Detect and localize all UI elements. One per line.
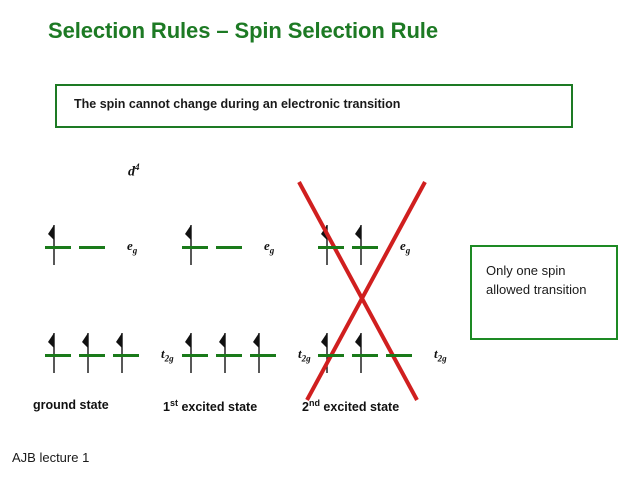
ground-state-eg-orbital-line <box>79 246 105 249</box>
second-excited-state-t2g-orbital-line <box>318 354 344 357</box>
first-excited-state-eg-orbital-slot <box>216 232 242 262</box>
caption-first-suffix: excited state <box>177 400 258 415</box>
first-excited-state-t2g-label: t2g <box>298 346 311 364</box>
second-excited-state-eg-orbital-slot <box>352 232 378 262</box>
ground-state-t2g-orbital-slot <box>79 340 105 370</box>
state-column-ground: eg t2g <box>45 0 245 479</box>
second-excited-state-eg-label: eg <box>400 238 411 256</box>
first-excited-state-t2g-orbital-line <box>216 354 242 357</box>
second-excited-state-t2g-orbital-slot <box>352 340 378 370</box>
caption-second-sup: nd <box>308 398 320 408</box>
second-excited-state-t2g-orbital-line <box>352 354 378 357</box>
second-excited-state-t2g-orbital-slot <box>386 340 412 370</box>
first-excited-state-eg-orbital-line <box>216 246 242 249</box>
caption-first-excited-state: 1st excited state <box>163 398 257 414</box>
second-excited-state-t2g-orbital-line <box>386 354 412 357</box>
first-excited-state-eg-orbital-slot <box>182 232 208 262</box>
allowed-transition-note-text: Only one spin allowed transition <box>486 263 587 297</box>
second-excited-state-t2g-label: t2g <box>434 346 447 364</box>
second-excited-state-eg-orbital-line <box>318 246 344 249</box>
electron-configuration-label: d4 <box>128 162 140 181</box>
caption-ground-state: ground state <box>33 398 109 412</box>
caption-first-prefix: 1 <box>163 400 170 415</box>
second-excited-state-eg-orbital-line <box>352 246 378 249</box>
configuration-letter: d <box>128 164 135 180</box>
ground-state-eg-orbital-slot <box>45 232 71 262</box>
caption-first-sup: st <box>169 398 178 408</box>
first-excited-state-t2g-orbital-line <box>182 354 208 357</box>
first-excited-state-t2g-orbital-line <box>250 354 276 357</box>
ground-state-eg-orbital-slot <box>79 232 105 262</box>
caption-second-excited-state: 2nd excited state <box>302 398 399 414</box>
first-excited-state-t2g-orbital-slot <box>250 340 276 370</box>
state-column-first-excited: eg t2g <box>182 0 382 479</box>
ground-state-eg-label: eg <box>127 238 138 256</box>
first-excited-state-eg-orbital-line <box>182 246 208 249</box>
state-column-second-excited: eg t2g <box>318 0 518 479</box>
caption-second-suffix: excited state <box>319 400 400 415</box>
ground-state-t2g-label: t2g <box>161 346 174 364</box>
caption-second-prefix: 2 <box>302 400 309 415</box>
footer-lecture-label: AJB lecture 1 <box>12 450 90 465</box>
ground-state-t2g-orbital-slot <box>113 340 139 370</box>
first-excited-state-eg-label: eg <box>264 238 275 256</box>
ground-state-eg-orbital-line <box>45 246 71 249</box>
caption-ground-state-text: ground state <box>33 398 109 412</box>
page-title: Selection Rules – Spin Selection Rule <box>48 18 438 43</box>
configuration-superscript: 4 <box>135 162 140 172</box>
spin-rule-statement-text: The spin cannot change during an electro… <box>74 97 401 111</box>
first-excited-state-t2g-orbital-slot <box>216 340 242 370</box>
ground-state-t2g-orbital-line <box>45 354 71 357</box>
first-excited-state-t2g-orbital-slot <box>182 340 208 370</box>
second-excited-state-t2g-orbital-slot <box>318 340 344 370</box>
ground-state-t2g-orbital-slot <box>45 340 71 370</box>
second-excited-state-eg-orbital-slot <box>318 232 344 262</box>
spin-rule-statement-box: The spin cannot change during an electro… <box>55 84 573 128</box>
ground-state-t2g-orbital-line <box>113 354 139 357</box>
allowed-transition-note-box: Only one spin allowed transition <box>470 245 618 340</box>
ground-state-t2g-orbital-line <box>79 354 105 357</box>
